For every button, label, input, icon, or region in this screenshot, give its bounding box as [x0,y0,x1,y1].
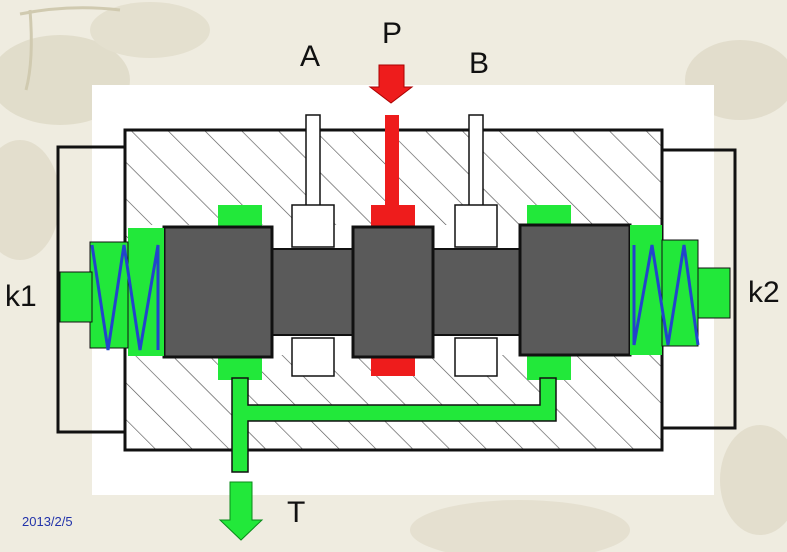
label-port-a: A [300,40,321,73]
spool-land-right [518,223,632,357]
solenoid-frame-k2 [662,148,737,430]
cavity-a-top [291,204,335,248]
valve-spool [162,223,632,359]
cavity-b-bottom [454,337,498,377]
cavity-b-top [454,204,498,248]
plunger-left [59,271,93,323]
tank-outlet-arrow [218,481,264,541]
armature-right [661,239,699,347]
solenoid-k2 [630,225,731,355]
label-solenoid-k2: k2 [748,276,780,309]
spool-land-center [351,225,435,359]
label-port-p: P [382,17,403,50]
label-port-b: B [469,47,490,80]
spring-right-icon [632,244,700,346]
spring-left-icon [90,244,160,351]
label-port-t: T [287,496,306,529]
channel-a [305,114,321,211]
slide-date: 2013/2/5 [22,514,73,529]
solenoid-frame-k1 [56,145,125,434]
solenoid-k1 [59,228,164,356]
plunger-right [697,267,731,319]
cavity-a-bottom [291,337,335,377]
spool-land-left [162,225,274,359]
label-solenoid-k1: k1 [5,280,37,313]
tank-return-line [231,377,557,473]
channel-b [468,114,484,211]
pressure-inlet-arrow [368,64,414,104]
